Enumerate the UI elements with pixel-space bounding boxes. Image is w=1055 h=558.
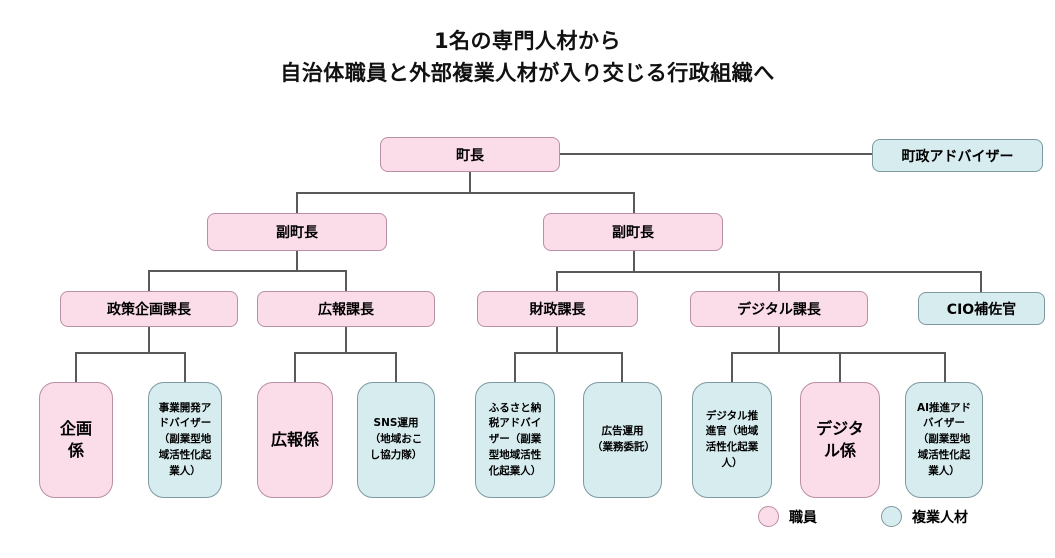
connector-drop-planning-staff xyxy=(75,352,77,383)
connector-drop-deputy-right xyxy=(633,192,635,213)
node-town-advisor: 町政アドバイザー xyxy=(872,139,1043,172)
connector-drop-digipromo xyxy=(731,352,733,383)
connector-drop-cio xyxy=(980,271,982,293)
connector-drop-furusato xyxy=(514,352,516,383)
connector-drop-digital-staff xyxy=(839,352,841,383)
connector-drop-bizdev xyxy=(184,352,186,383)
connector-deputy-left-down xyxy=(296,251,298,271)
node-deputy-mayor-right: 副町長 xyxy=(543,213,723,251)
connector-pr-bus xyxy=(294,352,397,354)
connector-drop-sns xyxy=(395,352,397,383)
node-planning-staff: 企画係 xyxy=(39,382,113,498)
connector-policy-bus xyxy=(75,352,186,354)
node-digital-staff: デジタル係 xyxy=(800,382,880,498)
connector-deputy-right-down xyxy=(633,251,635,272)
connector-drop-pr xyxy=(345,270,347,292)
connector-drop-finance xyxy=(556,271,558,292)
node-ad-operation: 広告運用（業務委託） xyxy=(583,382,662,498)
connector-drop-deputy-left xyxy=(296,192,298,213)
connector-mayor-advisor xyxy=(560,153,872,155)
node-pr-chief: 広報課長 xyxy=(257,291,435,327)
connector-left-level3-bus xyxy=(148,270,347,272)
node-deputy-mayor-left: 副町長 xyxy=(207,213,387,251)
legend-multi-swatch xyxy=(881,506,902,527)
connector-policy-down xyxy=(148,327,150,353)
node-ai-advisor: AI推進アドバイザー（副業型地域活性化起業人） xyxy=(905,382,983,498)
connector-mayor-riser xyxy=(469,172,471,193)
node-finance-chief: 財政課長 xyxy=(477,291,638,327)
connector-drop-ad xyxy=(621,352,623,383)
legend-multi-label: 複業人材 xyxy=(912,509,968,526)
node-bizdev-advisor: 事業開発アドバイザー（副業型地域活性化起業人） xyxy=(148,382,222,498)
connector-drop-pr-staff xyxy=(294,352,296,383)
title-line-1: 1名の専門人材から xyxy=(433,29,622,53)
connector-pr-down xyxy=(345,327,347,353)
node-digital-promotion-officer: デジタル推進官（地域活性化起業人） xyxy=(692,382,772,498)
connector-drop-digital xyxy=(778,271,780,292)
connector-drop-policy xyxy=(148,270,150,292)
node-furusato-tax-advisor: ふるさと納税アドバイザー（副業型地域活性化起業人） xyxy=(475,382,555,498)
connector-digital-bus xyxy=(731,352,946,354)
legend-staff-label: 職員 xyxy=(789,509,817,526)
node-sns-operation: SNS運用（地域おこし協力隊） xyxy=(357,382,435,498)
connector-finance-bus xyxy=(514,352,623,354)
title-line-2: 自治体職員と外部複業人材が入り交じる行政組織へ xyxy=(280,60,775,85)
legend-multi: 複業人材 xyxy=(881,506,968,527)
node-digital-chief: デジタル課長 xyxy=(690,291,868,327)
legend-staff: 職員 xyxy=(758,506,817,527)
node-policy-planning-chief: 政策企画課長 xyxy=(60,291,238,327)
connector-digital-down xyxy=(778,327,780,353)
node-pr-staff: 広報係 xyxy=(257,382,333,498)
connector-right-level3-bus xyxy=(556,271,982,273)
node-cio-aide: CIO補佐官 xyxy=(918,292,1045,325)
legend-staff-swatch xyxy=(758,506,779,527)
connector-drop-ai xyxy=(944,352,946,383)
page-title: 1名の専門人材から 自治体職員と外部複業人材が入り交じる行政組織へ xyxy=(0,26,1055,89)
connector-finance-down xyxy=(556,327,558,353)
connector-level2-bus xyxy=(296,192,634,194)
node-mayor: 町長 xyxy=(380,137,560,172)
